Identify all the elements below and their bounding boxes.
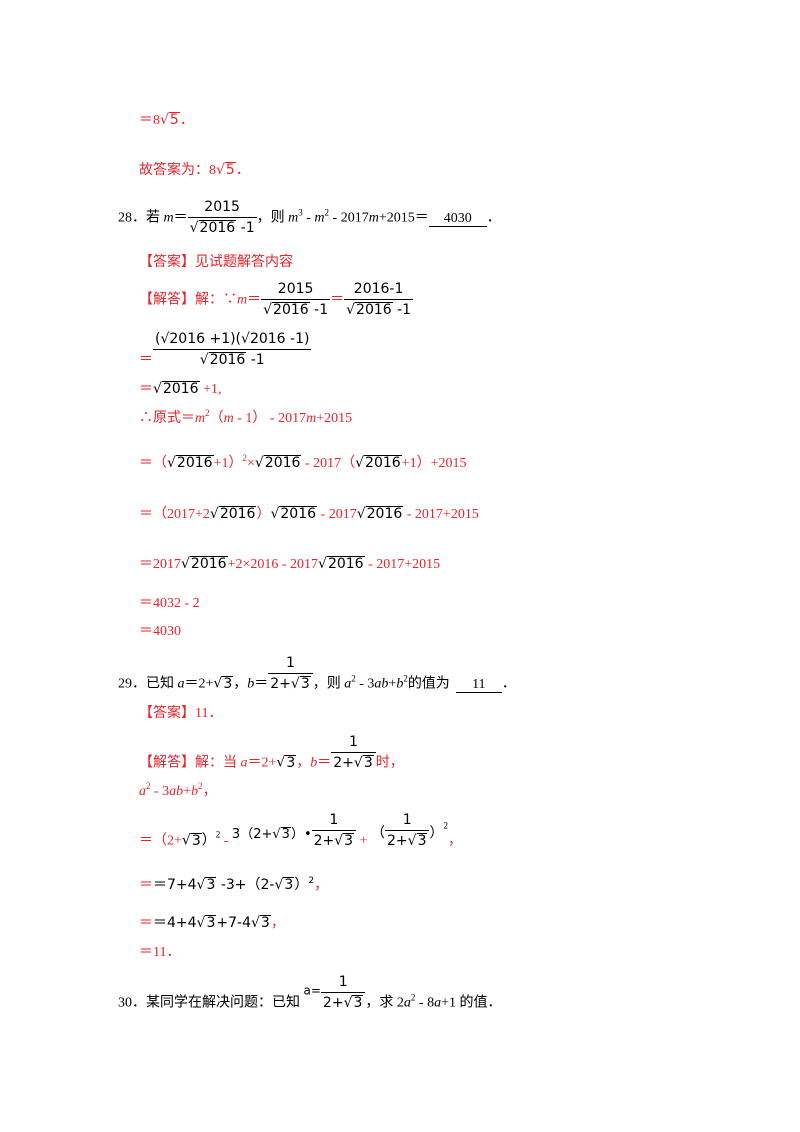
prev-line-2-text: 故答案为：8 — [139, 163, 216, 178]
answer-tag: 【答案】 — [139, 706, 195, 721]
var-m: m — [163, 210, 174, 226]
answer-text: 见试题解答内容 — [195, 255, 293, 270]
solution-tag: 【解答】 — [139, 755, 195, 771]
sqrt-symbol: √ — [160, 112, 169, 128]
solution-frac-2: 2016-1√2016 -1 — [344, 281, 414, 319]
q28-step-5: ＝（2017+2√2016）√2016 - 2017√2016 - 2017+2… — [139, 506, 479, 522]
q28-step-6: ＝2017√2016+2×2016 - 2017√2016 - 2017+201… — [139, 556, 441, 572]
denominator: √2016 -1 — [187, 217, 257, 237]
q28-step-1: ＝(√2016 +1)(√2016 -1)√2016 -1 — [139, 331, 312, 369]
q28-answer-line: 【答案】见试题解答内容 — [139, 256, 293, 270]
q29-step-4: ＝11． — [139, 945, 181, 960]
q28-text: 若 — [146, 210, 160, 226]
period: ． — [179, 113, 194, 128]
q29-step-3: ＝＝4+4√3+7-4√3， — [139, 915, 285, 931]
sqrt-symbol: √ — [216, 162, 225, 178]
numerator: 2015 — [204, 199, 240, 215]
q28-number: 28． — [118, 210, 146, 226]
q28-step-7: ＝4032 - 2 — [139, 596, 200, 611]
radicand: 2016 — [198, 220, 237, 237]
q29-step-2: ＝＝7+4√3 -3+（2-√3）2， — [139, 876, 329, 893]
radicand: 5 — [168, 112, 180, 128]
q30-number: 30． — [118, 995, 146, 1011]
q28-answer-blank: 4030 — [428, 211, 487, 227]
equals: ＝ — [173, 210, 188, 226]
step1-fraction: (√2016 +1)(√2016 -1)√2016 -1 — [153, 331, 312, 369]
q29-number: 29． — [118, 676, 146, 692]
minus-one: -1 — [236, 220, 255, 237]
q28-fraction: 2015 √2016 -1 — [187, 199, 257, 237]
q28-text-2: ，则 — [256, 210, 285, 226]
answer-tag: 【答案】 — [139, 255, 195, 270]
q29-answer-blank: 11 — [455, 677, 502, 693]
solution-tag: 【解答】 — [139, 292, 195, 308]
q29-solution-line-2: a2 - 3ab+b2， — [139, 781, 217, 799]
q28-stem: 28．若 m＝2015√2016 -1，则 m3 - m2 - 2017m+20… — [118, 199, 501, 237]
answer-text: 11． — [195, 706, 223, 721]
q28-solution-line-1: 【解答】解：∵m＝2015√2016 -1＝2016-1√2016 -1 — [139, 281, 414, 319]
solution-frac-1: 2015√2016 -1 — [261, 281, 331, 319]
solution-text: 解：∵ — [195, 292, 237, 308]
prev-line-1-text: ＝8 — [139, 113, 160, 128]
q28-step-2: ＝√2016 +1, — [139, 381, 222, 397]
q28-step-8: ＝4030 — [139, 624, 181, 639]
period: ． — [235, 163, 250, 178]
prev-line-2: 故答案为：8√5． — [139, 162, 250, 178]
q28-step-3: ∴原式＝m2（m - 1） - 2017m+2015 — [139, 408, 353, 426]
radicand: 5 — [224, 162, 236, 178]
prev-line-1: ＝8√5． — [139, 112, 194, 128]
q28-step-4: ＝（√2016+1）2×√2016 - 2017（√2016+1）+2015 — [139, 453, 467, 471]
q29-answer-line: 【答案】11． — [139, 707, 222, 721]
